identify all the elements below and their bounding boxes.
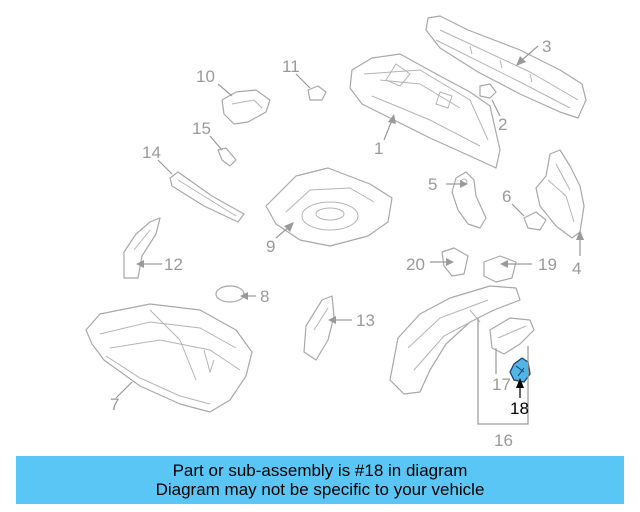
- part-19-bracket: [483, 255, 517, 283]
- callout-19: 19: [538, 255, 557, 274]
- part-6-plate: [523, 211, 547, 231]
- banner-line-2: Diagram may not be specific to your vehi…: [155, 480, 485, 499]
- part-20-bracket: [441, 247, 469, 277]
- callout-20: 20: [406, 255, 425, 274]
- part-2-plug: [479, 83, 497, 99]
- part-5-bracket: [451, 171, 487, 229]
- part-15-clip: [217, 147, 237, 167]
- leader-lines: [115, 45, 584, 425]
- part-9-trunk-floor: [265, 167, 393, 247]
- callout-10: 10: [196, 67, 215, 86]
- part-11-clip: [307, 85, 327, 101]
- callout-1: 1: [374, 139, 383, 158]
- banner-line-1: Part or sub-assembly is #18 in diagram: [172, 461, 468, 480]
- part-13-bracket: [303, 295, 335, 361]
- part-8-plug: [215, 285, 245, 303]
- callout-14: 14: [142, 143, 161, 162]
- callout-9: 9: [266, 237, 275, 256]
- callout-5: 5: [428, 175, 437, 194]
- part-14-rail: [169, 171, 245, 223]
- callout-13: 13: [356, 311, 375, 330]
- callout-7: 7: [110, 395, 119, 414]
- callout-11: 11: [282, 57, 300, 76]
- part-4-side-bracket: [535, 149, 585, 239]
- callout-17: 17: [492, 375, 511, 394]
- callout-2: 2: [498, 115, 507, 134]
- part-16-wheelhouse: [389, 285, 521, 395]
- callout-18: 18: [510, 399, 529, 418]
- callout-16: 16: [494, 431, 513, 450]
- callout-4: 4: [572, 259, 581, 278]
- part-18-highlighted: [509, 357, 531, 383]
- info-banner: Part or sub-assembly is #18 in diagram D…: [16, 456, 624, 504]
- callout-8: 8: [260, 287, 269, 306]
- part-7-floor-pan: [85, 303, 253, 413]
- callout-12: 12: [164, 255, 183, 274]
- part-12-bracket: [123, 217, 161, 279]
- part-3-rear-rail: [425, 15, 587, 119]
- part-10-bracket: [221, 89, 271, 125]
- part-1-rear-panel: [349, 53, 501, 169]
- callout-6: 6: [502, 187, 511, 206]
- callout-3: 3: [542, 37, 551, 56]
- callout-15: 15: [192, 119, 211, 138]
- part-17-bracket: [489, 317, 535, 355]
